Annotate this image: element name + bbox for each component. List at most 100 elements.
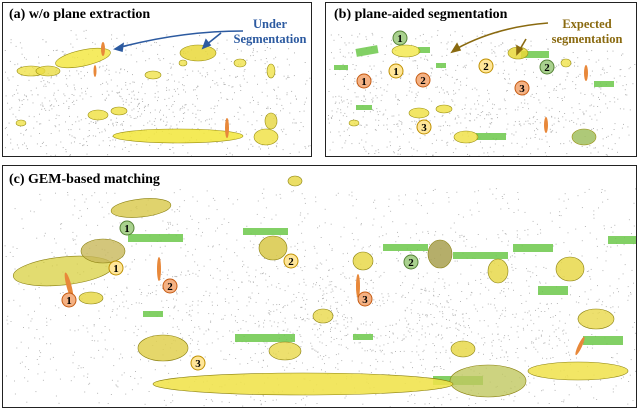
cloud-point <box>293 190 294 192</box>
cloud-point <box>342 253 344 255</box>
cloud-point <box>319 328 320 330</box>
cloud-point <box>18 283 20 285</box>
cloud-point <box>44 97 46 99</box>
cloud-point <box>300 316 301 318</box>
cloud-point <box>74 87 75 89</box>
cloud-point <box>577 406 579 407</box>
cloud-point <box>587 298 589 300</box>
cloud-point <box>345 44 347 46</box>
cloud-point <box>418 239 420 241</box>
cloud-point <box>424 403 426 405</box>
cloud-point <box>208 329 210 331</box>
cloud-point <box>368 291 370 293</box>
cloud-point <box>511 142 513 144</box>
cloud-point <box>221 401 223 403</box>
cloud-point <box>535 309 536 311</box>
cloud-point <box>265 302 267 304</box>
cloud-point <box>559 111 560 113</box>
cloud-point <box>633 202 635 204</box>
cloud-point <box>350 100 352 102</box>
cloud-point <box>607 198 609 200</box>
cloud-point <box>362 246 364 248</box>
cloud-point <box>347 326 349 328</box>
cloud-point <box>172 276 174 278</box>
cloud-point <box>162 271 164 273</box>
cloud-point <box>535 337 537 339</box>
cloud-point <box>515 44 516 46</box>
cloud-point <box>78 217 80 219</box>
cloud-point <box>226 248 228 250</box>
cloud-point <box>115 121 117 123</box>
cloud-point <box>134 98 136 100</box>
cloud-point <box>246 305 248 307</box>
cloud-point <box>389 141 391 143</box>
cloud-point <box>442 346 444 348</box>
cloud-point <box>417 313 419 315</box>
cloud-point <box>404 309 406 311</box>
cloud-point <box>457 54 459 56</box>
cloud-point <box>262 359 264 361</box>
cloud-point <box>624 89 626 91</box>
cloud-point <box>575 228 577 230</box>
cloud-point <box>86 145 88 146</box>
cloud-point <box>383 89 385 91</box>
cloud-point <box>53 105 55 107</box>
cloud-point <box>222 335 224 337</box>
cloud-point <box>441 55 443 57</box>
cloud-point <box>145 60 147 62</box>
cloud-point <box>225 359 227 361</box>
number-badge: 2 <box>478 58 494 74</box>
cloud-point <box>358 342 360 344</box>
cloud-point <box>602 138 604 140</box>
cloud-point <box>125 300 127 302</box>
cloud-point <box>550 131 552 133</box>
cloud-point <box>412 328 414 330</box>
cloud-point <box>431 100 433 102</box>
cloud-point <box>19 42 21 44</box>
cloud-point <box>304 308 306 310</box>
cloud-point <box>457 282 459 284</box>
cloud-point <box>441 325 443 327</box>
cloud-point <box>545 135 547 137</box>
cloud-point <box>170 402 172 404</box>
cloud-point <box>514 252 516 254</box>
badge-number: 2 <box>408 257 414 269</box>
cloud-point <box>130 116 132 118</box>
cloud-point <box>622 85 624 87</box>
cloud-point <box>613 77 615 79</box>
cloud-point <box>342 115 344 117</box>
cloud-point <box>573 121 575 123</box>
cloud-point <box>548 109 550 111</box>
cloud-point <box>67 194 69 196</box>
cloud-point <box>494 46 496 48</box>
cloud-point <box>43 80 45 82</box>
cloud-point <box>343 85 345 87</box>
cloud-point <box>400 253 402 255</box>
cloud-point <box>539 302 541 304</box>
cloud-point <box>504 100 506 102</box>
cloud-point <box>144 93 146 95</box>
orange-pole <box>64 272 74 300</box>
cloud-point <box>445 121 447 123</box>
cloud-point <box>593 105 595 107</box>
cloud-point <box>605 306 607 308</box>
cloud-point <box>255 301 257 303</box>
cloud-point <box>229 354 231 356</box>
cloud-point <box>503 356 505 358</box>
cloud-point <box>331 110 333 112</box>
cloud-point <box>219 279 221 281</box>
cloud-point <box>458 214 460 216</box>
cloud-point <box>431 67 433 69</box>
cloud-point <box>95 121 97 123</box>
cloud-point <box>383 353 385 355</box>
cloud-point <box>183 238 185 240</box>
cloud-point <box>523 74 525 76</box>
cloud-point <box>71 135 73 137</box>
cloud-point <box>68 97 70 99</box>
cloud-point <box>303 318 304 320</box>
cloud-point <box>218 100 220 102</box>
cloud-point <box>167 333 169 335</box>
cloud-point <box>479 293 481 295</box>
cloud-point <box>431 72 432 74</box>
cloud-point <box>383 215 385 217</box>
